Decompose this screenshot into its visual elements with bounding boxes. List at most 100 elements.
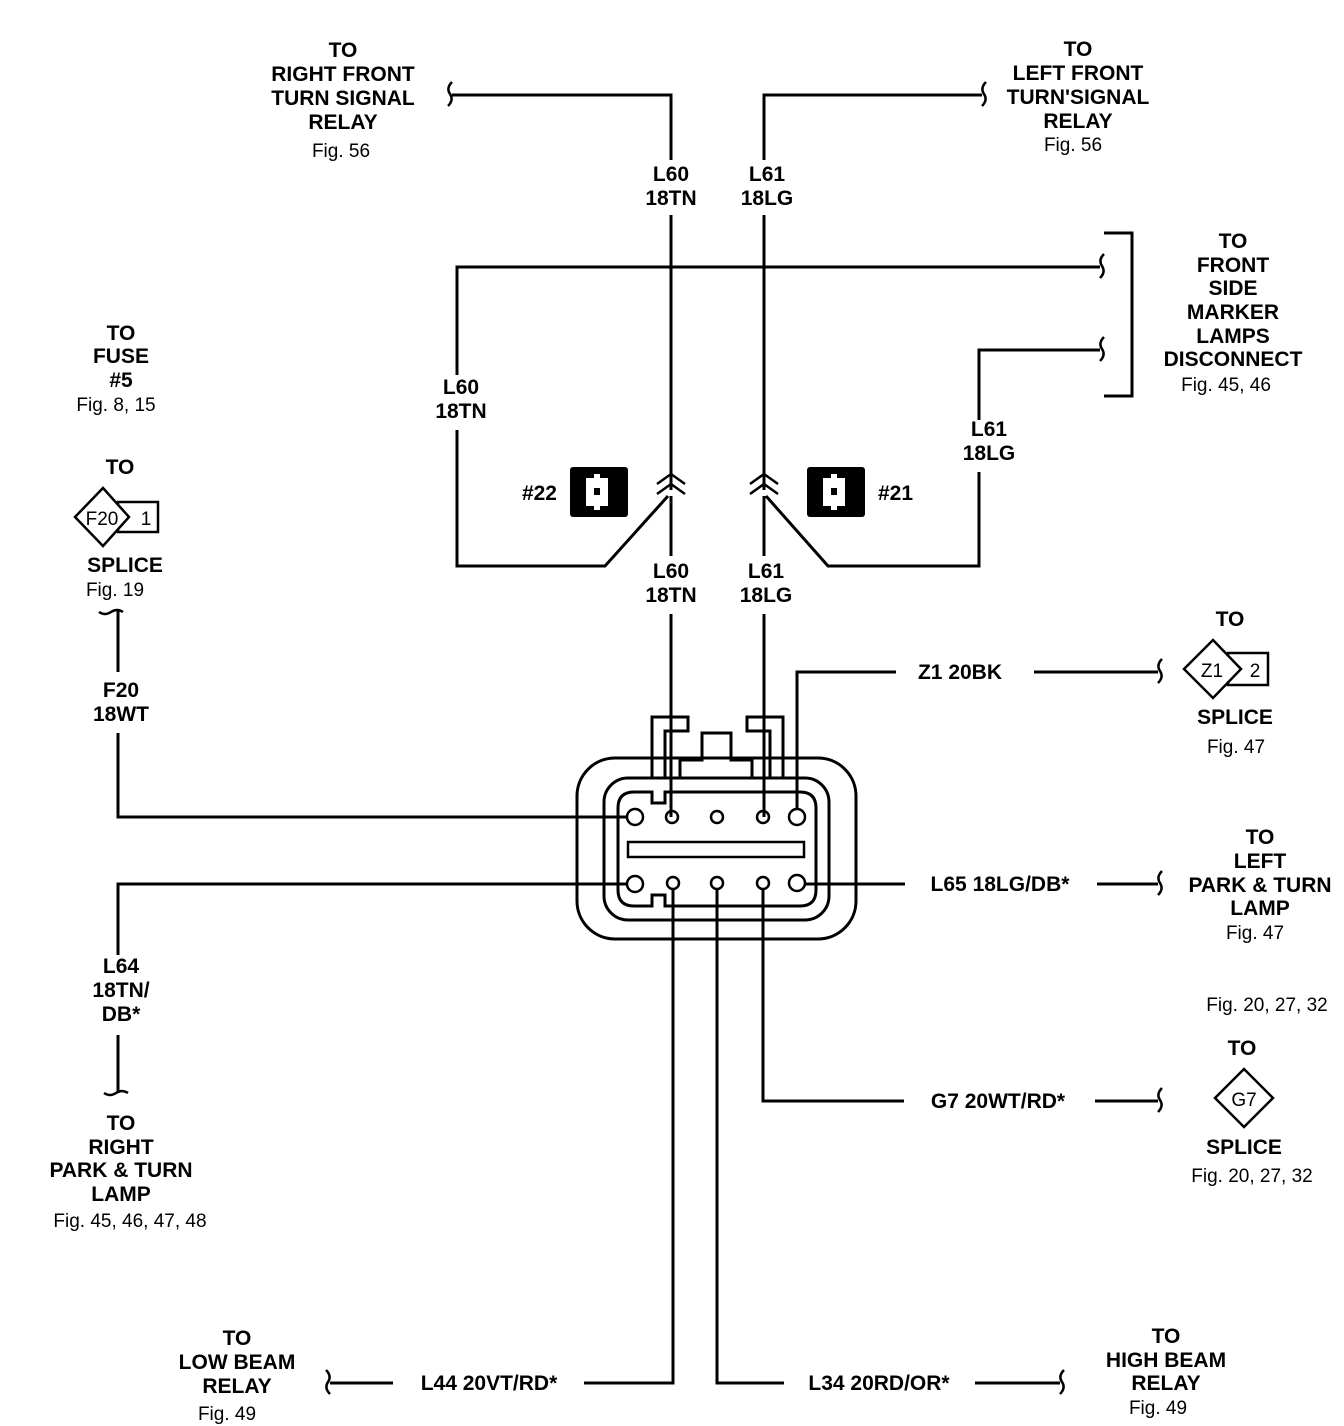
wire-z1 <box>795 670 896 809</box>
wire-l60-side-marker <box>455 265 1100 375</box>
dest-right-park-turn-lamp: TO RIGHT PARK & TURN LAMP Fig. 45, 46, 4… <box>49 1112 206 1232</box>
label-line: LAMP <box>91 1183 151 1206</box>
pin <box>755 809 771 825</box>
dest-right-front-turn-relay: TO RIGHT FRONT TURN SIGNAL RELAY Fig. 56 <box>271 39 415 162</box>
label-line: SIDE <box>1208 277 1257 300</box>
wire-gauge-color: 18TN <box>435 400 486 423</box>
wire-l34 <box>715 889 784 1385</box>
fig-ref: Fig. 45, 46, 47, 48 <box>53 1211 206 1232</box>
fig-ref: Fig. 56 <box>1044 135 1102 156</box>
label-line: #5 <box>109 369 133 392</box>
dest-left-front-turn-relay: TO LEFT FRONT TURN'SIGNAL RELAY Fig. 56 <box>1007 38 1150 156</box>
splice-number: 2 <box>1250 661 1261 682</box>
splice-diamond-icon <box>73 486 131 548</box>
connector-id: #21 <box>878 482 913 505</box>
splice-diamond-icon <box>1182 638 1243 700</box>
connector-id: #22 <box>522 482 557 505</box>
splice-label: SPLICE <box>1206 1136 1282 1159</box>
fig-ref-extra: Fig. 20, 27, 32 <box>1206 995 1327 1016</box>
dest-left-park-turn-lamp: TO LEFT PARK & TURN LAMP Fig. 47 <box>1188 826 1331 944</box>
label-line: RELAY <box>308 111 377 134</box>
label-line: LAMPS <box>1196 325 1270 348</box>
bracket <box>1104 231 1134 398</box>
break-symbol-icon <box>98 608 124 616</box>
connector-chevron-icon <box>656 472 686 496</box>
wire-label-l60-left: L60 18TN <box>435 376 486 423</box>
wire-label-l61-top: L61 18LG <box>741 163 794 210</box>
wire-label-f20: F20 18WT <box>93 679 149 726</box>
label-line: RELAY <box>1131 1372 1200 1395</box>
label-line: PARK & TURN <box>1188 874 1331 897</box>
wire-gauge-color: 18TN <box>645 187 696 210</box>
splice-label: SPLICE <box>1197 706 1273 729</box>
wire-l61-side-marker <box>977 348 1100 420</box>
pin <box>709 875 725 891</box>
break-symbol-icon <box>325 1369 331 1395</box>
label-line: DISCONNECT <box>1164 348 1303 371</box>
connector-slot <box>626 840 806 859</box>
splice-label: SPLICE <box>87 554 163 577</box>
connector-22: #22 <box>522 467 628 517</box>
connector-right-tab <box>745 715 785 778</box>
break-symbol-icon <box>1099 253 1105 279</box>
wire-circuit: L64 <box>103 955 140 978</box>
wire-gauge-color: 18TN <box>645 584 696 607</box>
label-line: TO <box>107 322 136 345</box>
label-line: LEFT FRONT <box>1013 62 1144 85</box>
fig-ref: Fig. 47 <box>1207 737 1265 758</box>
label-line: TO <box>329 39 358 62</box>
break-symbol-icon <box>103 1089 129 1097</box>
label-line: TO <box>223 1327 252 1350</box>
splice-code: Z1 <box>1201 661 1223 682</box>
label-line: RIGHT <box>88 1136 154 1159</box>
break-symbol-icon <box>981 81 987 107</box>
label-to: TO <box>1216 608 1245 631</box>
label-line: TO <box>107 1112 136 1135</box>
wire-l60-left-lower <box>455 430 670 568</box>
wire-circuit: L61 <box>748 560 785 583</box>
fig-ref: Fig. 49 <box>1129 1398 1187 1419</box>
wire-f20-to-connector <box>116 733 628 819</box>
break-symbol-icon <box>1157 870 1163 896</box>
label-to: TO <box>106 456 135 479</box>
wire-label-g7: G7 20WT/RD* <box>931 1090 1066 1113</box>
label-line: TURN'SIGNAL <box>1007 86 1150 109</box>
splice-code: G7 <box>1231 1090 1256 1111</box>
wire-gauge-color: DB* <box>102 1003 141 1026</box>
wire-label-z1: Z1 20BK <box>918 661 1002 684</box>
wire-circuit: L60 <box>443 376 479 399</box>
dest-fuse-5: TO FUSE #5 Fig. 8, 15 <box>76 322 155 416</box>
wire-l60-top <box>452 93 673 160</box>
wire-gauge-color: 18LG <box>740 584 793 607</box>
pin <box>665 875 681 891</box>
wire-gauge-color: 18LG <box>741 187 794 210</box>
wire-circuit: L60 <box>653 560 689 583</box>
dest-front-side-marker-disconnect: TO FRONT SIDE MARKER LAMPS DISCONNECT Fi… <box>1164 230 1303 396</box>
wire-label-l61-right: L61 18LG <box>963 418 1016 465</box>
break-symbol-icon <box>1059 1369 1065 1395</box>
break-symbol-icon <box>1157 1087 1163 1113</box>
wire-gauge-color: 18TN/ <box>92 979 149 1002</box>
wire-l64-to-connector <box>116 882 628 955</box>
label-line: PARK & TURN <box>49 1159 192 1182</box>
label-line: MARKER <box>1187 301 1279 324</box>
label-line: TO <box>1246 826 1275 849</box>
label-line: FUSE <box>93 345 149 368</box>
wire-circuit: L60 <box>653 163 689 186</box>
wire-label-l61-bottom: L61 18LG <box>740 560 793 607</box>
label-line: TO <box>1152 1325 1181 1348</box>
break-symbol-icon <box>447 81 453 107</box>
dest-low-beam-relay: TO LOW BEAM RELAY Fig. 49 <box>179 1327 296 1425</box>
pin <box>709 809 725 825</box>
wire-label-l34: L34 20RD/OR* <box>808 1372 950 1395</box>
pin <box>787 807 807 827</box>
fig-ref: Fig. 8, 15 <box>76 395 155 416</box>
fig-ref: Fig. 20, 27, 32 <box>1191 1166 1312 1187</box>
label-line: LAMP <box>1230 897 1290 920</box>
fig-ref: Fig. 45, 46 <box>1181 375 1271 396</box>
splice-diamond-icon <box>1213 1067 1275 1129</box>
fig-ref: Fig. 47 <box>1226 923 1284 944</box>
label-to: TO <box>1228 1037 1257 1060</box>
wire-label-l60-top: L60 18TN <box>645 163 696 210</box>
connector-21: #21 <box>807 467 913 517</box>
